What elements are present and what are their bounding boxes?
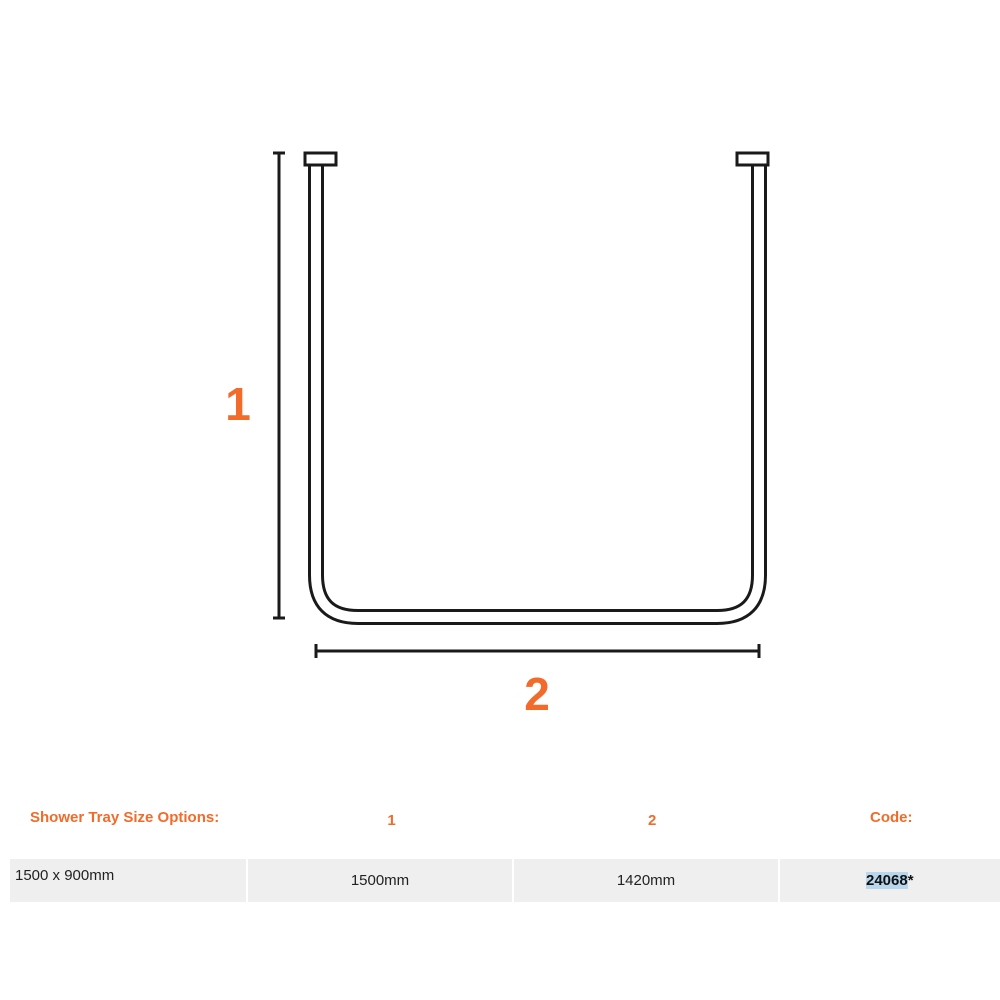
cell-size: 1500 x 900mm (10, 859, 246, 902)
header-code: Code: (869, 808, 913, 826)
right-ceiling-bracket (735, 151, 770, 167)
left-ceiling-bracket (303, 151, 338, 167)
size-options-table: Shower Tray Size Options: 1 2 Code: 1500… (10, 800, 1000, 902)
table-row: 1500 x 900mm 1500mm 1420mm 24068* (10, 859, 1000, 902)
header-size-options: Shower Tray Size Options: (30, 808, 220, 826)
product-code[interactable]: 24068 (866, 872, 908, 889)
cell-dimension-2: 1420mm (514, 859, 778, 902)
cell-dimension-1: 1500mm (248, 859, 512, 902)
dimension-line-2 (314, 644, 761, 658)
rail-tube-inner (311, 165, 764, 622)
code-asterisk: * (907, 872, 914, 889)
rail-tube-outer (308, 165, 767, 625)
table-header-row: Shower Tray Size Options: 1 2 Code: (10, 800, 1000, 840)
cell-code[interactable]: 24068* (780, 859, 1000, 902)
shower-rail-diagram: 1 2 (225, 151, 770, 720)
header-dimension-1: 1 (387, 811, 396, 829)
dimension-line-1 (273, 151, 285, 620)
dimension-label-2: 2 (524, 668, 550, 720)
header-dimension-2: 2 (648, 811, 657, 829)
dimension-label-1: 1 (225, 378, 251, 430)
